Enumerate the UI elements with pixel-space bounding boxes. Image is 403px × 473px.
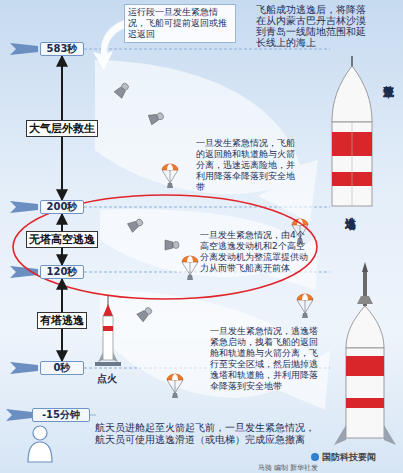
node-text: 飞船成功逃逸后，将降落在从内蒙古巴丹吉林沙漠到青岛一线陆地范围和延长线上的海上 <box>256 4 372 48</box>
rocket-band <box>346 398 384 408</box>
sweep-arrow <box>100 290 330 410</box>
node-text: 0秒 <box>41 362 83 374</box>
sweep-arrow <box>95 60 318 222</box>
node-text: -15分钟 <box>33 409 89 421</box>
phase-label: 有塔逃逸 <box>37 312 87 329</box>
rocket-fin <box>98 352 118 362</box>
node-text: 一旦发生紧急情况，由4个高空逃逸发动机和2个高空分离发动机为整流罩提供动力从而带… <box>200 230 308 274</box>
ground-note: 航天员进舱起至火箭起飞前，一旦发生紧急情况，航天员可使用逃逸滑道（或电梯）完成应… <box>95 422 320 446</box>
watermark: 国防科技要闻 <box>322 451 376 464</box>
parachute <box>167 374 183 398</box>
time-badge: 120秒 <box>40 265 84 279</box>
escape-tower-tip <box>362 262 368 272</box>
spacecraft-stack <box>137 305 154 322</box>
rocket-band <box>346 356 384 376</box>
node-text: 583秒 <box>41 43 83 55</box>
time-badge: 0秒 <box>40 361 84 375</box>
time-line <box>90 415 96 416</box>
credit: 马骑 编制 新华社发 <box>258 463 318 473</box>
wing-icon <box>10 43 38 55</box>
phase-description: 一旦发生紧急情况，逃逸塔紧急启动，拽着飞船的返回舱和轨道舱与火箭分离，飞行至安全… <box>210 326 322 392</box>
rocket-band <box>103 326 113 331</box>
phase-description: 一旦发生紧急情况，飞船的返回舱和轨道舱与火箭分离，迅速远离险地，并利用降落伞降落… <box>196 138 296 193</box>
watermark-icon <box>311 453 319 461</box>
astronaut-helmet <box>33 426 47 440</box>
rocket-nose <box>103 304 113 316</box>
part-name: 整流罩 <box>380 76 395 79</box>
spacecraft-stack <box>128 217 145 233</box>
fairing-seam <box>352 122 353 206</box>
wing-icon <box>6 409 32 421</box>
fairing-nose <box>332 66 372 122</box>
node-text: 一旦发生紧急情况，飞船的返回舱和轨道舱与火箭分离，迅速远离险地，并利用降落伞降落… <box>196 138 296 193</box>
parachute <box>162 164 178 188</box>
phase-label: 无塔高空逃逸 <box>26 231 98 248</box>
rocket-body <box>103 316 113 360</box>
rocket-body <box>346 348 384 438</box>
parachute <box>297 294 313 318</box>
time-line <box>84 49 330 50</box>
node-text: 120秒 <box>41 266 83 278</box>
spacecraft-stack <box>114 81 131 98</box>
escape-tower-nozzles <box>357 296 373 304</box>
launch-pad <box>95 362 121 366</box>
spacecraft-stack <box>148 111 165 125</box>
time-badge: 583秒 <box>40 42 84 56</box>
wing-icon <box>10 266 38 278</box>
spacecraft-stack <box>165 240 179 250</box>
parachute <box>182 256 198 280</box>
node-text: 200秒 <box>41 201 83 213</box>
node-text: 航天员进舱起至火箭起飞前，一旦发生紧急情况，航天员可使用逃逸滑道（或电梯）完成应… <box>95 422 320 446</box>
time-badge: 200秒 <box>40 200 84 214</box>
wing-icon <box>10 201 38 213</box>
highlight-ellipse <box>13 195 317 299</box>
astronaut-body <box>28 442 52 462</box>
rocket-fin <box>334 425 396 445</box>
fairing-body <box>332 122 372 206</box>
wing-icon <box>10 362 38 374</box>
rocket-nose <box>346 306 384 348</box>
phase-name: 点火 <box>97 372 117 386</box>
note-box: 运行段一旦发生紧急情况，飞船可提前返回或推迟返回 <box>124 4 236 43</box>
phase-label: 大气层外救生 <box>26 120 98 137</box>
node-text: 一旦发生紧急情况，逃逸塔紧急启动，拽着飞船的返回舱和轨道舱与火箭分离，飞行至安全… <box>210 326 322 392</box>
phase-description: 一旦发生紧急情况，由4个高空逃逸发动机和2个高空分离发动机为整流罩提供动力从而带… <box>200 230 308 274</box>
sweep-arrow <box>100 209 318 290</box>
part-name: 逃逸塔 <box>342 208 357 211</box>
note-text: 飞船成功逃逸后，将降落在从内蒙古巴丹吉林沙漠到青岛一线陆地范围和延长线上的海上 <box>256 4 372 48</box>
node-text: 运行段一旦发生紧急情况，飞船可提前返回或推迟返回 <box>128 7 232 40</box>
time-badge: -15分钟 <box>32 408 90 422</box>
